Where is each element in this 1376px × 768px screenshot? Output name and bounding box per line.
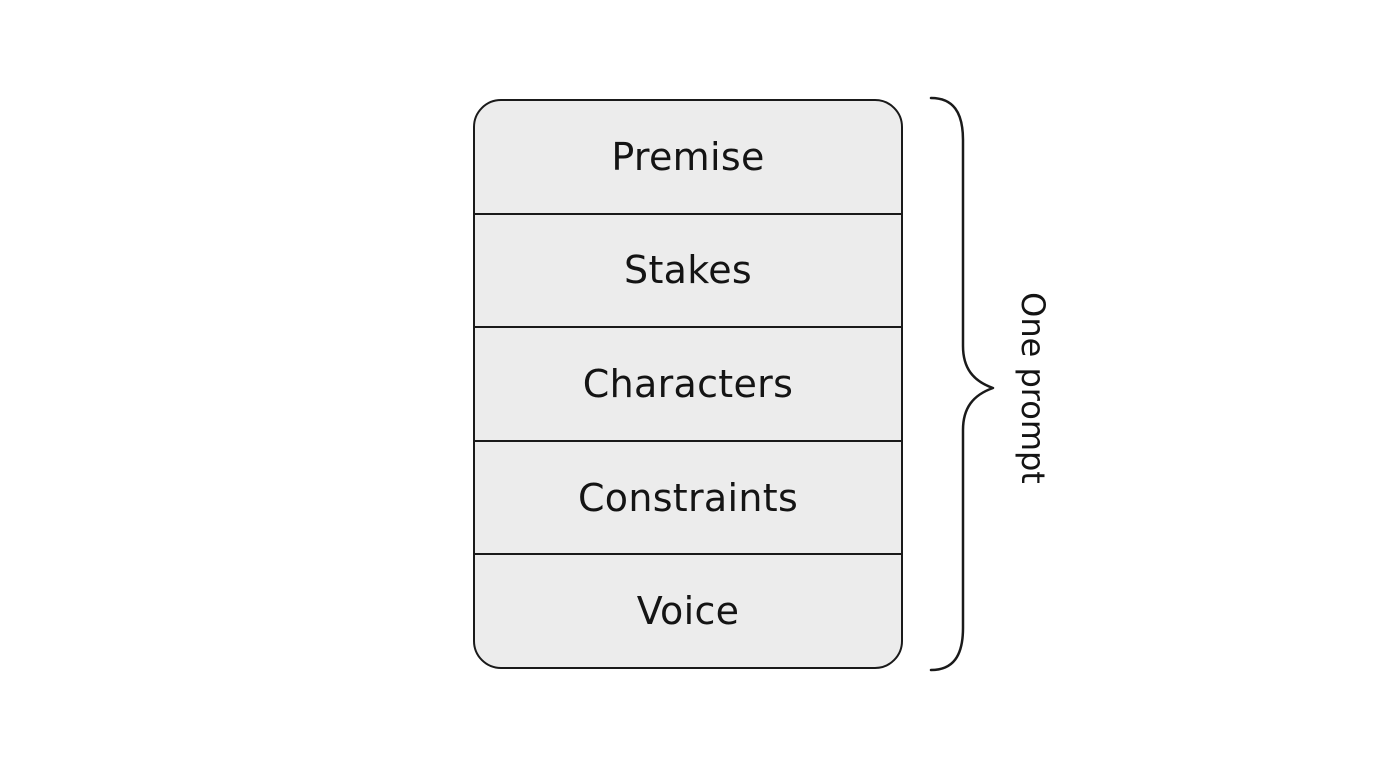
layer-stakes: Stakes — [475, 215, 901, 329]
layer-label: Voice — [636, 589, 740, 634]
layer-voice: Voice — [475, 555, 901, 667]
layer-stack: Premise Stakes Characters Constraints Vo… — [473, 99, 903, 669]
layer-premise: Premise — [475, 101, 901, 215]
layer-constraints: Constraints — [475, 442, 901, 556]
layer-label: Stakes — [624, 248, 752, 293]
layer-label: Premise — [611, 134, 765, 179]
brace-label: One prompt — [1014, 292, 1052, 484]
layer-characters: Characters — [475, 328, 901, 442]
curly-brace — [929, 96, 995, 672]
layer-label: Constraints — [577, 475, 799, 520]
layer-label: Characters — [582, 361, 794, 406]
